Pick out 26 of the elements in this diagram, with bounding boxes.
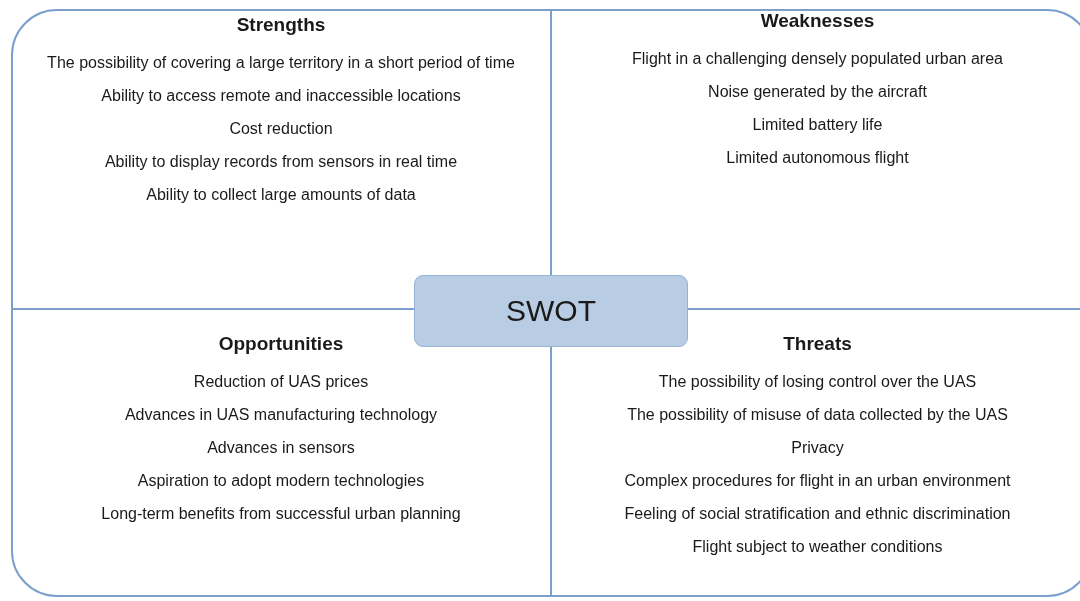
list-item: Ability to display records from sensors in real time bbox=[104, 152, 458, 172]
list-item: Aspiration to adopt modern technologies bbox=[137, 471, 425, 491]
list-item: Complex procedures for flight in an urban environment bbox=[624, 471, 1011, 491]
list-item: Feeling of social stratification and ethnic discrimination bbox=[624, 504, 1011, 524]
list-item: Long-term benefits from successful urban planning bbox=[101, 504, 461, 524]
list-item: Limited battery life bbox=[752, 115, 883, 135]
list-item: Flight subject to weather conditions bbox=[692, 537, 943, 557]
list-item: Flight in a challenging densely populated urban area bbox=[632, 49, 1003, 69]
center-box bbox=[414, 275, 688, 347]
list-item: Reduction of UAS prices bbox=[193, 372, 369, 392]
quadrant-heading: Weaknesses bbox=[760, 9, 875, 33]
list-item: Limited autonomous flight bbox=[726, 148, 909, 168]
quadrant-heading: Threats bbox=[783, 332, 852, 356]
list-item: Advances in UAS manufacturing technology bbox=[124, 405, 438, 425]
list-item: Advances in sensors bbox=[207, 438, 355, 458]
list-item: Ability to access remote and inaccessible locations bbox=[101, 86, 461, 106]
list-item: The possibility of covering a large territory in a short period of time bbox=[47, 53, 515, 73]
list-item: Privacy bbox=[791, 438, 844, 458]
list-item: The possibility of misuse of data collected by the UAS bbox=[627, 405, 1008, 425]
list-item: Cost reduction bbox=[229, 119, 333, 139]
list-item: Ability to collect large amounts of data bbox=[146, 185, 416, 205]
list-item: Noise generated by the aircraft bbox=[708, 82, 927, 102]
center-title: SWOT bbox=[506, 294, 596, 328]
list-item: The possibility of losing control over the UAS bbox=[658, 372, 977, 392]
quadrant-heading: Strengths bbox=[236, 13, 326, 37]
quadrant-heading: Opportunities bbox=[218, 332, 344, 356]
